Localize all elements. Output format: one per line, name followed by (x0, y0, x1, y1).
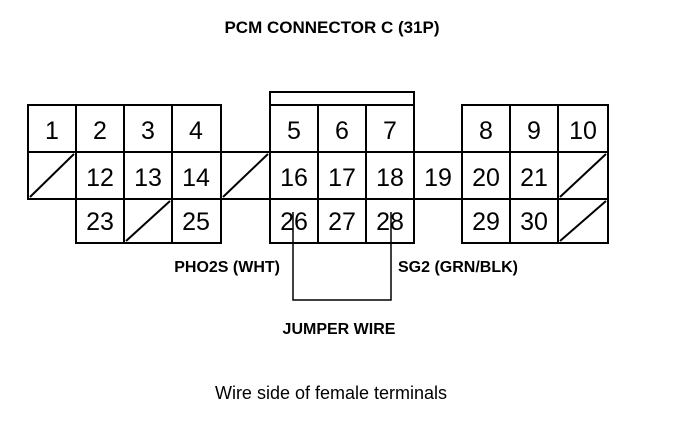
sg2-label: SG2 (GRN/BLK) (398, 259, 518, 276)
jumper-wire-label: JUMPER WIRE (283, 321, 396, 338)
connector-row-1 (27, 91, 609, 153)
pin-9: 9 (527, 117, 541, 145)
pin-3: 3 (141, 117, 155, 145)
pin-18: 18 (376, 164, 404, 192)
pin-28: 28 (376, 208, 404, 236)
pin-14: 14 (182, 164, 210, 192)
empty-slash (222, 153, 269, 198)
pho2s-label: PHO2S (WHT) (174, 259, 280, 276)
cell-28 (365, 198, 415, 244)
pin-17: 17 (328, 164, 356, 192)
pin-6: 6 (335, 117, 349, 145)
pin-5: 5 (287, 117, 301, 145)
pin-30: 30 (520, 208, 548, 236)
connector-row-3 (75, 198, 609, 244)
pin-10: 10 (569, 117, 597, 145)
pin-23: 23 (86, 208, 114, 236)
empty-slash (125, 200, 171, 242)
pin-25: 25 (182, 208, 210, 236)
pin-12: 12 (86, 164, 114, 192)
jumper-wire-line (292, 212, 392, 301)
pin-29: 29 (472, 208, 500, 236)
pin-20: 20 (472, 164, 500, 192)
empty-slash (29, 153, 75, 198)
diagram-caption: Wire side of female terminals (215, 383, 447, 403)
cell-25 (171, 198, 222, 244)
empty-slash (559, 200, 607, 242)
connector-latch (269, 91, 415, 106)
pin-4: 4 (189, 117, 203, 145)
pin-26: 26 (280, 208, 308, 236)
pin-21: 21 (520, 164, 548, 192)
pin-7: 7 (383, 117, 397, 145)
pin-13: 13 (134, 164, 162, 192)
pin-19: 19 (424, 164, 452, 192)
pin-27: 27 (328, 208, 356, 236)
pin-2: 2 (93, 117, 107, 145)
pin-1: 1 (45, 117, 59, 145)
pin-16: 16 (280, 164, 308, 192)
diagram-title: PCM CONNECTOR C (31P) (224, 18, 439, 37)
pin-8: 8 (479, 117, 493, 145)
empty-slash (559, 153, 607, 198)
cell-31-empty (557, 198, 609, 244)
